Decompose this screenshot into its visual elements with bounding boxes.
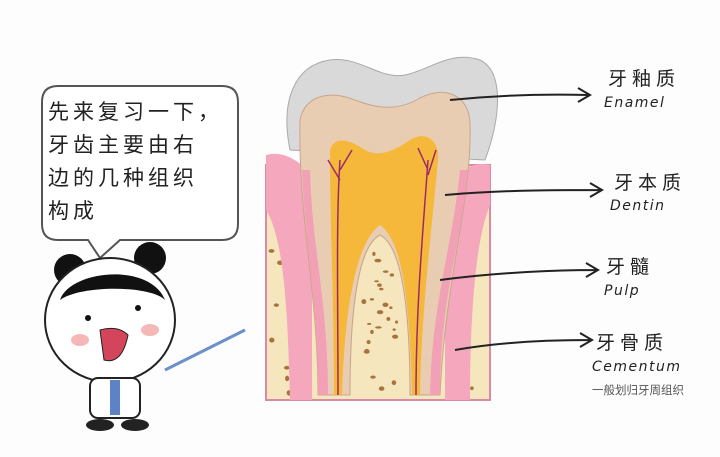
- bone-pore: [389, 306, 393, 310]
- bubble-line: 牙齿主要由右: [48, 133, 198, 157]
- bone-pore: [386, 316, 391, 321]
- speech-bubble-text: 先来复习一下， 牙齿主要由右 边的几种组织 构成: [48, 96, 238, 228]
- label-pulp-en: Pulp: [604, 283, 641, 299]
- bone-pore: [361, 299, 367, 305]
- bubble-line: 先来复习一下，: [48, 100, 223, 124]
- blood-vessels: [327, 147, 437, 396]
- bone-pore: [382, 302, 389, 307]
- arrow-dentin: [444, 182, 604, 198]
- bone-pore: [285, 375, 290, 382]
- pulp: [330, 136, 439, 395]
- bone-pore: [370, 375, 376, 379]
- label-dentin-zh: 牙本质: [614, 172, 687, 194]
- pointer-arrows: [439, 87, 604, 351]
- label-cementum-note: 一般划归牙周组织: [592, 383, 684, 397]
- bone-pore: [376, 310, 384, 315]
- label-cementum-en: Cementum: [592, 359, 682, 375]
- bone-pore: [370, 329, 374, 335]
- bone-pore: [374, 258, 382, 263]
- bubble-line: 构成: [48, 199, 98, 223]
- bone-pore: [379, 287, 384, 291]
- bone-pore: [389, 273, 395, 277]
- bone-pore: [268, 249, 275, 253]
- arrow-cementum: [454, 332, 594, 351]
- doctor-character: [44, 242, 246, 431]
- bone-pore: [369, 298, 375, 301]
- bone-pore: [366, 339, 371, 345]
- bone-pore: [367, 322, 372, 325]
- bone-pore: [364, 348, 370, 354]
- arrow-pulp: [439, 262, 600, 281]
- label-cementum-zh: 牙骨质: [596, 332, 669, 354]
- label-dentin-en: Dentin: [610, 198, 666, 214]
- cementum: [302, 170, 468, 395]
- bone-pore: [377, 283, 382, 287]
- bone-pore: [284, 367, 289, 370]
- bone-pore: [273, 303, 279, 307]
- speech-bubble: [41, 85, 239, 260]
- bone-pore: [374, 280, 379, 283]
- bone-pore: [392, 334, 399, 339]
- bone-pore: [394, 320, 399, 324]
- bone-pore: [382, 270, 389, 273]
- bone-pore: [269, 337, 275, 343]
- label-enamel-en: Enamel: [604, 95, 666, 111]
- pointer-stick: [164, 328, 246, 372]
- arrow-enamel: [449, 87, 592, 103]
- bone-pore: [375, 326, 382, 329]
- bubble-line: 边的几种组织: [48, 166, 198, 190]
- label-pulp-zh: 牙髓: [606, 256, 655, 278]
- bone-pore: [372, 251, 376, 256]
- gum-left: [266, 153, 312, 400]
- bone-pore: [470, 386, 474, 391]
- bone-pore: [378, 386, 385, 391]
- bone-pore: [391, 380, 397, 386]
- label-enamel-zh: 牙釉质: [608, 68, 681, 90]
- bone-pore: [392, 328, 396, 331]
